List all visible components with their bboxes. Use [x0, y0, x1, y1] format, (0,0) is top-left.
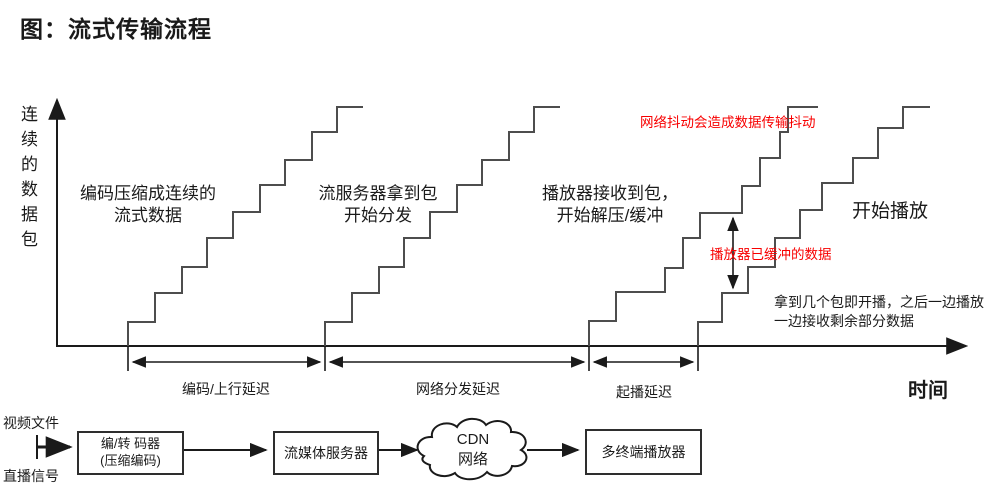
label-encoded-stream: 编码压缩成连续的 流式数据: [68, 183, 228, 228]
label-server-distribute-line2: 开始分发: [344, 206, 412, 226]
label-encoded-stream-line2: 流式数据: [114, 206, 182, 226]
flow-node-encoder: 编/转 码器 (压缩编码): [77, 431, 184, 475]
flow-node-media-server: 流媒体服务器: [273, 431, 379, 475]
flow-node-media-server-label: 流媒体服务器: [284, 444, 368, 461]
staircase-player-receive-jitter: [588, 106, 818, 346]
flow-node-player: 多终端播放器: [585, 429, 702, 475]
flow-node-encoder-line1: 编/转 码器: [100, 436, 161, 452]
x-axis-label: 时间: [908, 380, 948, 402]
label-encoded-stream-line1: 编码压缩成连续的: [80, 184, 216, 203]
cdn-cloud-shape: [416, 417, 528, 481]
flow-input-live-signal: 直播信号: [3, 468, 59, 484]
flow-node-cdn: CDN 网络: [432, 430, 514, 471]
label-encode-upload-delay: 编码/上行延迟: [182, 381, 270, 397]
note-startup-line1: 拿到几个包即开播，之后一边播放: [774, 294, 984, 310]
flow-node-encoder-line2: (压缩编码): [100, 453, 161, 468]
label-player-receive-line2: 开始解压/缓冲: [556, 206, 664, 226]
note-network-jitter: 网络抖动会造成数据传输抖动: [640, 115, 816, 130]
flow-input-video-file: 视频文件: [3, 415, 59, 431]
label-server-distribute-line1: 流服务器拿到包: [318, 184, 438, 203]
y-axis-label: 连续的数据包: [18, 105, 37, 255]
staircase-server-distribute: [324, 106, 560, 346]
label-player-receive: 播放器接收到包， 开始解压/缓冲: [530, 183, 690, 228]
label-startup-delay: 起播延迟: [616, 384, 672, 400]
note-startup-line2: 一边接收剩余部分数据: [774, 312, 914, 329]
label-playback: 开始播放: [852, 201, 929, 222]
label-server-distribute: 流服务器拿到包 开始分发: [298, 183, 458, 228]
note-buffered-data: 播放器已缓冲的数据: [710, 247, 832, 262]
staircase-encoded-stream: [127, 106, 363, 346]
label-player-receive-line1: 播放器接收到包，: [542, 184, 678, 203]
flow-node-cdn-line2: 网络: [457, 451, 488, 469]
label-network-delay: 网络分发延迟: [416, 381, 500, 397]
flow-node-player-label: 多终端播放器: [601, 443, 686, 460]
note-startup: 拿到几个包即开播，之后一边播放 一边接收剩余部分数据: [774, 293, 984, 331]
staircase-playback: [697, 106, 930, 346]
page-title: 图：流式传输流程: [20, 16, 212, 42]
flow-node-cdn-line1: CDN: [456, 431, 490, 448]
